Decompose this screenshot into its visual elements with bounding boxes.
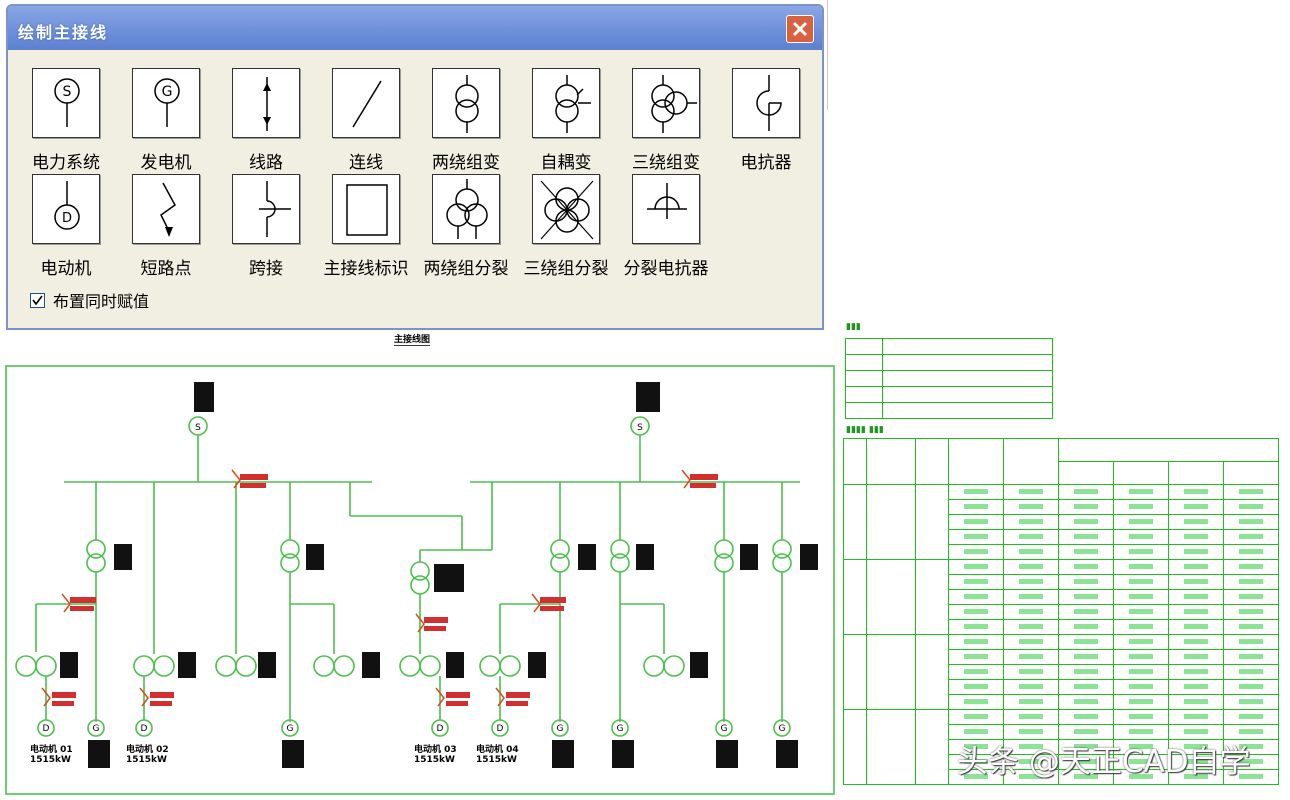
table-row [844,724,1279,740]
svg-text:G: G [162,84,173,100]
svg-text:D: D [497,724,504,734]
legend-title: ▮▮▮ [846,322,861,332]
close-button[interactable] [786,15,814,43]
table-row [844,739,1279,755]
tool-label: 电动机 [40,259,92,279]
tool-label: 发电机 [140,153,192,173]
tool-label: 主接线标识 [323,259,409,279]
svg-text:G: G [779,724,786,734]
svg-text:S: S [195,423,201,433]
tool-split-reactor-button[interactable] [632,174,700,244]
tool-line-button[interactable] [232,68,300,138]
table-row [844,754,1279,770]
tool-label: 连线 [349,153,383,173]
close-icon [792,21,808,37]
table-row [844,604,1279,620]
draw-main-wiring-dialog: 绘制主接线 S 电力系统 G 发电机 [6,4,824,330]
sheet-title: 主接线图 [394,332,431,346]
tool-label: 三绕组分裂 [523,259,609,279]
tool-three-winding-split-button[interactable] [532,174,600,244]
tool-label: 三绕组变 [632,153,700,173]
tool-short-circuit-point-button[interactable] [132,174,200,244]
table-row [844,664,1279,680]
table-row [844,544,1279,560]
tool-motor-button[interactable]: D [32,174,100,244]
svg-text:G: G [287,724,294,734]
tool-two-winding-transformer-button[interactable] [432,68,500,138]
svg-text:D: D [437,724,444,734]
connect-line-icon [352,80,382,128]
svg-text:S: S [63,84,72,100]
tool-power-system-button[interactable]: S [32,68,100,138]
svg-text:G: G [557,724,564,734]
tool-three-winding-transformer-button[interactable] [632,68,700,138]
tool-label: 短路点 [140,259,192,279]
table-row [844,649,1279,665]
tool-label: 电抗器 [740,153,792,173]
svg-text:G: G [721,724,728,734]
table-row [843,559,1279,635]
tool-label: 自耦变 [540,153,592,173]
tool-reactor-button[interactable] [732,68,800,138]
tool-label: 两绕组分裂 [423,259,509,279]
checkbox-label: 布置同时赋值 [53,292,150,311]
tool-label: 电力系统 [32,153,100,173]
main-wiring-label-icon [346,184,388,236]
svg-text:G: G [617,724,624,734]
table-row [844,769,1279,785]
table-row [843,484,1279,560]
tool-two-winding-split-button[interactable] [432,174,500,244]
assign-on-place-checkbox[interactable]: 布置同时赋值 [30,288,149,312]
tool-crossover-button[interactable] [232,174,300,244]
short-circuit-results-table [843,438,1279,785]
crossover-icon [259,181,291,237]
svg-text:S: S [637,423,643,433]
power-system-icon: S [54,78,80,127]
tool-main-wiring-label-button[interactable] [332,174,400,244]
table-row [844,574,1279,590]
svg-text:D: D [141,724,148,734]
two-winding-transformer-icon [455,75,479,133]
table-row [843,709,1279,785]
svg-text:D: D [62,211,72,226]
dialog-titlebar[interactable]: 绘制主接线 [8,6,822,50]
checkmark-icon [32,295,43,306]
motor-icon: D [54,181,80,230]
checkbox-box[interactable] [30,293,45,308]
auto-transformer-icon [555,75,591,133]
three-winding-transformer-icon [651,75,697,133]
table-row [843,634,1279,710]
tool-label: 线路 [249,153,283,173]
tool-label: 跨接 [249,259,283,279]
legend-table [845,338,1053,419]
dialog-title: 绘制主接线 [18,23,109,42]
two-winding-split-icon [446,179,488,239]
tool-auto-transformer-button[interactable] [532,68,600,138]
three-winding-split-icon [540,180,594,240]
svg-text:D: D [43,724,50,734]
watermark: 头条 @天正CAD自学 [957,744,1251,780]
reactor-icon [756,75,782,131]
generator-icon: G [154,78,180,127]
split-reactor-icon [647,183,687,219]
table-row [844,529,1279,545]
line-icon [263,77,271,131]
table-row [844,694,1279,710]
svg-text:G: G [93,724,100,734]
table-row [844,514,1279,530]
tool-label: 分裂电抗器 [623,259,709,279]
cad-side-edge [827,0,842,110]
main-wiring-diagram[interactable]: S S D G D G D D G G G G [0,330,840,800]
tool-label: 两绕组变 [432,153,500,173]
table-note: ▮▮▮▮ ▮▮▮ [846,425,884,435]
short-circuit-point-icon [160,182,176,237]
tool-connect-line-button[interactable] [332,68,400,138]
tool-generator-button[interactable]: G [132,68,200,138]
